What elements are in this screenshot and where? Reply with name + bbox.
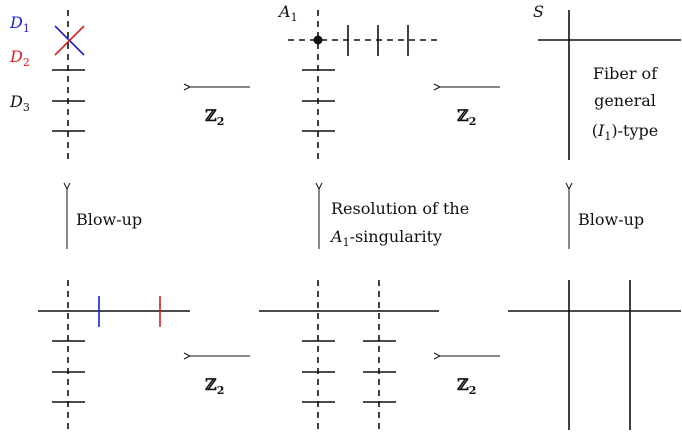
d2-curve: [54, 25, 85, 56]
d1-label: D1: [9, 13, 30, 35]
a1-label: A1: [277, 2, 298, 24]
resolution-label-line2: A1-singularity: [329, 227, 442, 249]
top-middle-configuration: [288, 10, 438, 160]
fiber-text-line2: general: [594, 91, 656, 110]
top-left-configuration: [52, 10, 85, 160]
fiber-text-line3: (I1)-type: [592, 121, 658, 143]
bottom-right-configuration: [508, 280, 681, 430]
s-label: S: [533, 2, 544, 21]
d2-label: D2: [9, 47, 30, 69]
fiber-text-line1: Fiber of: [593, 64, 658, 83]
blowup-right-label: Blow-up: [578, 210, 644, 229]
bottom-middle-configuration: [259, 280, 439, 430]
bottom-left-configuration: [38, 280, 190, 430]
z2-label-bottom-left: ℤ2: [205, 375, 224, 397]
z2-label-bottom-right: ℤ2: [457, 375, 476, 397]
a1-singular-point: [313, 35, 323, 45]
resolution-label-line1: Resolution of the: [331, 199, 469, 218]
top-right-configuration: [538, 10, 681, 160]
z2-label-top-left: ℤ2: [205, 106, 224, 128]
blowup-left-label: Blow-up: [76, 210, 142, 229]
z2-label-top-right: ℤ2: [457, 106, 476, 128]
d3-label: D3: [9, 92, 30, 114]
